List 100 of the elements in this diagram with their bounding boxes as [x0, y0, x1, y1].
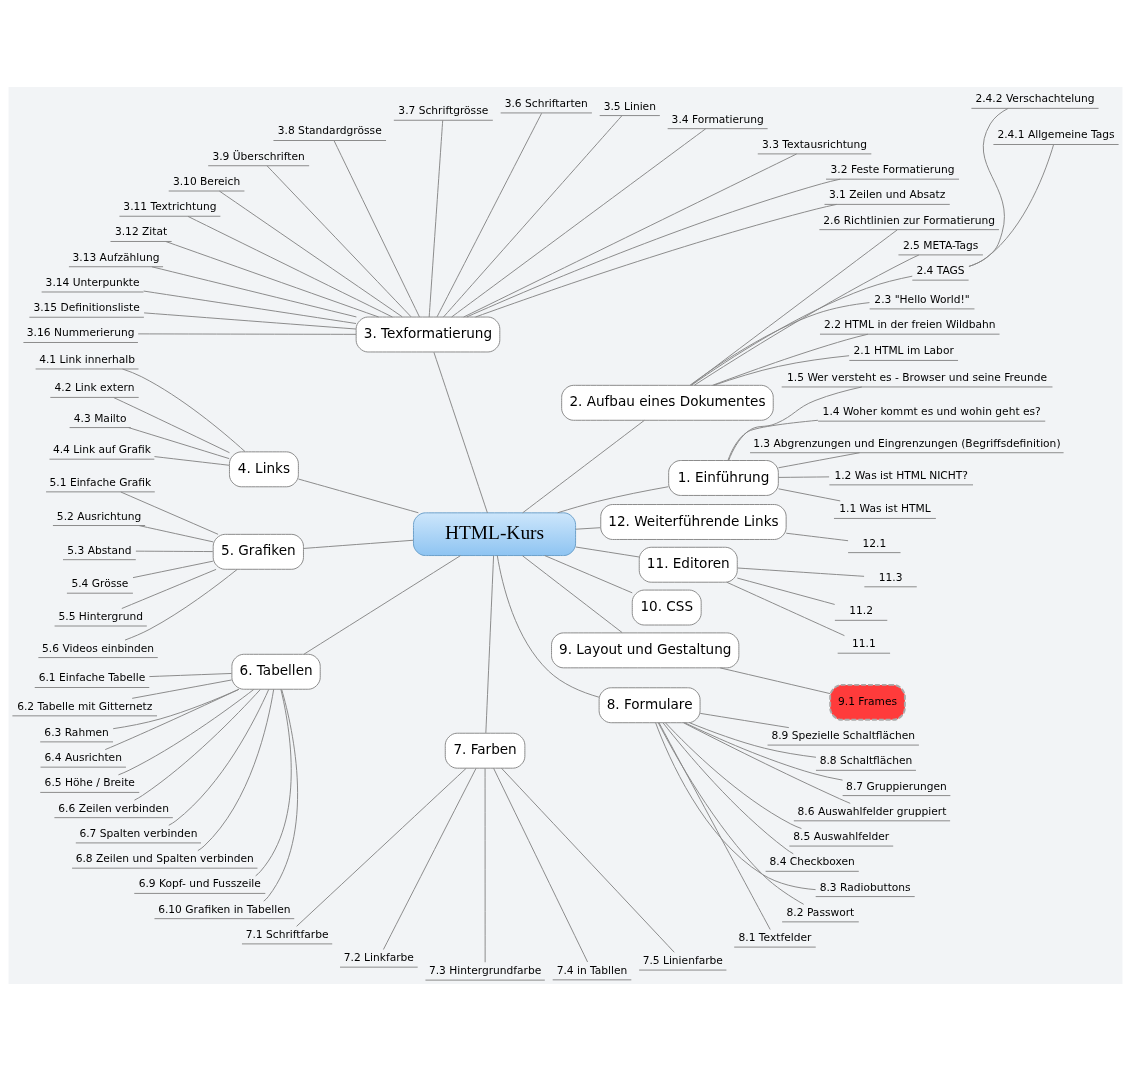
node-text: 4.4 Link auf Grafik	[52, 443, 151, 457]
node-text: 7.5 Linienfarbe	[642, 954, 723, 968]
connector	[968, 107, 1009, 267]
node-text: 6.3 Rahmen	[44, 725, 109, 739]
node-text: 2.1 HTML im Labor	[853, 344, 954, 358]
node-text: 7.2 Linkfarbe	[343, 951, 414, 965]
node-text: 8.6 Auswahlfelder gruppiert	[797, 804, 947, 818]
node-text: 8.9 Spezielle Schaltflächen	[771, 729, 916, 743]
connector	[296, 767, 467, 927]
node-text: 4.3 Mailto	[73, 411, 127, 425]
connector	[333, 140, 420, 318]
node-text: 3.15 Definitionsliste	[33, 301, 140, 315]
node-box: 9.1 Frames	[829, 683, 906, 721]
node-text: 4.2 Link extern	[54, 381, 135, 395]
node-text: 3.6 Schriftarten	[504, 96, 588, 110]
connector	[737, 567, 865, 577]
node-box: 3. Texformatierung	[355, 316, 501, 353]
connector	[557, 486, 669, 514]
node-box: HTML-Kurs	[413, 512, 577, 557]
node-text: 2.5 META-Tags	[902, 238, 979, 252]
node-text: 1.4 Woher kommt es und wohin geht es?	[822, 405, 1041, 419]
connector	[712, 333, 869, 386]
connector	[120, 491, 219, 535]
node-text: 8.2 Passwort	[786, 905, 855, 919]
connector	[113, 397, 230, 454]
node-text: 6.1 Einfache Tabelle	[38, 671, 146, 685]
node-text: 1.3 Abgrenzungen und Eingrenzungen (Begriffsdefinition)	[753, 436, 1061, 450]
node-text: 6.5 Höhe / Breite	[44, 776, 135, 790]
node-box: 8. Formulare	[598, 687, 701, 724]
node-text: 3.9 Überschriften	[212, 149, 305, 163]
connector	[443, 115, 623, 318]
node-text: 7.1 Schriftfarbe	[245, 927, 329, 941]
connector	[451, 128, 707, 318]
node-text: 6.2 Tabelle mit Gitternetz	[17, 699, 153, 713]
connector	[727, 419, 819, 461]
connector	[154, 456, 230, 466]
connector	[466, 178, 841, 318]
connector	[117, 688, 255, 776]
node-text: 5.1 Einfache Grafik	[49, 475, 152, 489]
node-box: 11. Editoren	[638, 546, 738, 583]
node-text: 3.1 Zeilen und Absatz	[828, 188, 946, 202]
connector	[485, 555, 495, 734]
node-text: 4.1 Link innerhalb	[39, 352, 135, 366]
connector	[493, 767, 589, 963]
connector	[137, 333, 357, 335]
node-text: 5.5 Hintergrund	[58, 609, 143, 623]
connector	[138, 525, 214, 543]
connector	[263, 689, 298, 902]
connector	[575, 546, 640, 558]
connector	[778, 488, 841, 502]
node-box: 6. Tabellen	[231, 653, 321, 690]
connector	[255, 688, 292, 877]
node-text: 7.4 in Tabllen	[556, 963, 628, 977]
node-text: 3.14 Unterpunkte	[45, 275, 140, 289]
connector	[699, 712, 790, 729]
node-text: 11.3	[878, 570, 903, 584]
connector	[544, 555, 633, 594]
connector	[662, 722, 794, 855]
connector	[657, 722, 805, 905]
node-text: 3.8 Standardgrösse	[277, 124, 382, 138]
connector	[736, 577, 836, 605]
connector	[132, 560, 214, 579]
node-box: 4. Links	[228, 451, 299, 488]
connector	[151, 266, 357, 318]
node-box: 12. Weiterführende Links	[600, 504, 787, 540]
connector	[665, 722, 802, 830]
node-text: 11.2	[849, 604, 873, 618]
connector	[135, 550, 214, 553]
node-text: 3.16 Nummerierung	[26, 326, 135, 340]
node-box: 9. Layout und Gestaltung	[551, 632, 740, 669]
node-text: 5.2 Ausrichtung	[56, 509, 142, 523]
node-text: 12.1	[862, 536, 887, 550]
node-text: 1.2 Was ist HTML NICHT?	[834, 468, 968, 482]
connector	[143, 312, 357, 330]
node-text: 6.9 Kopf- und Fusszeile	[138, 877, 261, 891]
node-text: 2.2 HTML in der freien Wildbahn	[824, 318, 996, 332]
node-text: 8.4 Checkboxen	[769, 855, 855, 869]
connector	[575, 527, 601, 530]
connector	[266, 165, 412, 318]
connector	[689, 722, 817, 758]
node-text: 5.6 Videos einbinden	[42, 641, 155, 655]
node-text: 8.5 Auswahlfelder	[793, 830, 890, 844]
connector	[496, 555, 600, 698]
node-text: 6.10 Grafiken in Tabellen	[158, 902, 291, 916]
node-text: 7.3 Hintergrundfarbe	[428, 964, 542, 978]
connector	[131, 679, 233, 699]
node-text: 2.4.2 Verschachtelung	[975, 92, 1095, 106]
connector	[187, 215, 393, 318]
node-box: 2. Aufbau eines Dokumentes	[561, 384, 774, 421]
node-text: 1.5 Wer versteht es - Browser und seine Freunde	[787, 370, 1048, 384]
connector	[719, 667, 831, 695]
node-text: 8.3 Radiobuttons	[819, 880, 911, 894]
connector	[713, 355, 850, 386]
connector	[785, 532, 849, 542]
connector	[433, 351, 488, 514]
connector	[128, 427, 230, 460]
connector	[124, 569, 238, 641]
node-text: 2.3 "Hello World!"	[874, 292, 970, 306]
node-text: 6.4 Ausrichten	[44, 751, 122, 765]
node-text: 3.7 Schriftgrösse	[398, 104, 489, 118]
